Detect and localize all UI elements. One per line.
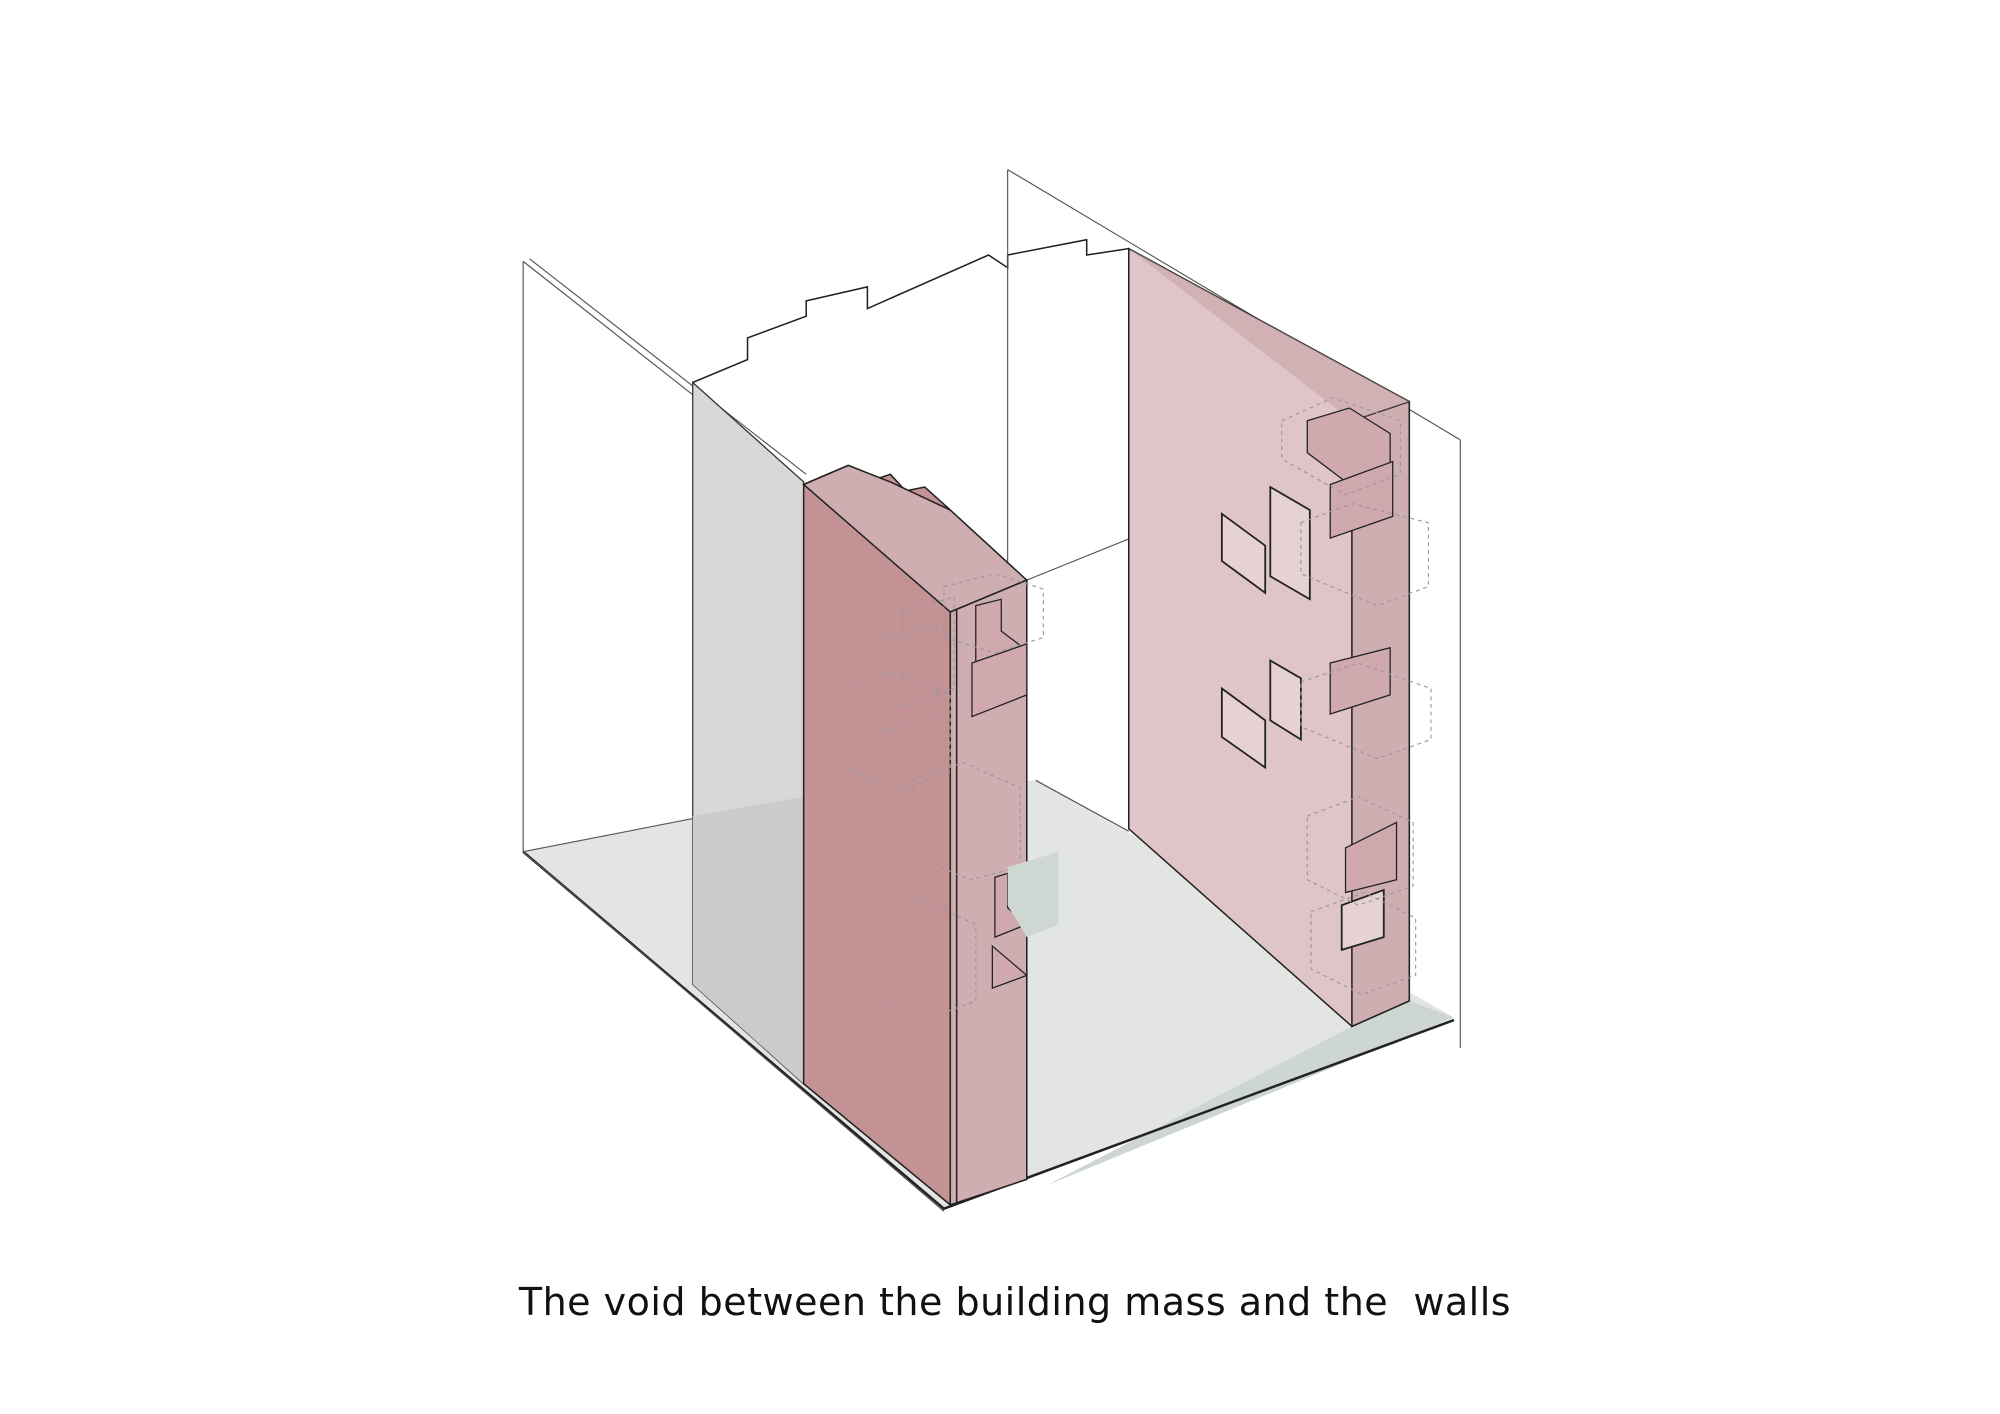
- floor-edge: [522, 850, 1455, 1211]
- windows: [1220, 407, 1398, 952]
- building-mass-outline: [692, 238, 1129, 384]
- dashed-volumes-right: [1281, 397, 1432, 996]
- floor-shadow: [1045, 1000, 1454, 1186]
- left-building-mass: [802, 464, 1059, 1207]
- mass-side-face: [949, 578, 1028, 1206]
- dashed-volumes: [841, 573, 1059, 1021]
- left-glass-wall: [522, 258, 945, 1212]
- diagram-caption: The void between the building mass and t…: [518, 1280, 1512, 1324]
- right-building-wall: [1128, 247, 1432, 1028]
